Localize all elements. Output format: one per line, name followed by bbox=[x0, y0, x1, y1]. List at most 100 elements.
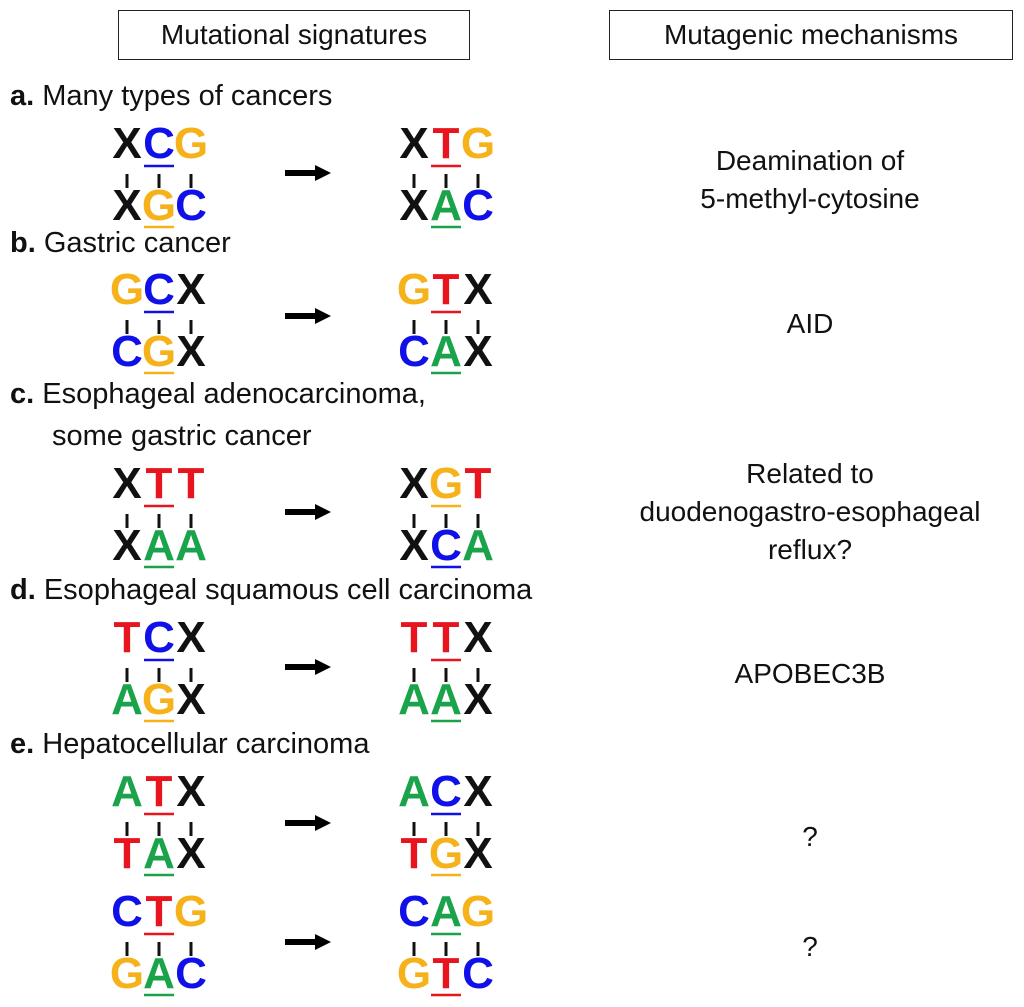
top-base-T: T bbox=[465, 459, 492, 508]
top-base-A: A bbox=[111, 767, 143, 816]
top-base-X: X bbox=[176, 767, 205, 816]
section-e-label: e. Hepatocellular carcinoma bbox=[10, 728, 369, 761]
bottom-base-X: X bbox=[463, 327, 492, 376]
top-base-T: T bbox=[114, 613, 141, 662]
section-d-arrow-icon bbox=[285, 659, 331, 675]
section-c-arrow-icon bbox=[285, 504, 331, 520]
top-base-G: G bbox=[461, 887, 495, 936]
bottom-base-X: X bbox=[399, 181, 428, 230]
section-letter: a. bbox=[10, 80, 35, 112]
bottom-base-A: A bbox=[430, 675, 462, 724]
top-base-T: T bbox=[433, 119, 460, 168]
top-base-A: A bbox=[398, 767, 430, 816]
section-title: Hepatocellular carcinoma bbox=[42, 728, 370, 760]
section-c-label: c. Esophageal adenocarcinoma, bbox=[10, 378, 426, 411]
mechanism-line: duodenogastro-esophageal bbox=[639, 496, 981, 527]
top-base-T: T bbox=[433, 265, 460, 314]
section-e-row2-arrow-icon bbox=[285, 934, 331, 950]
bottom-base-X: X bbox=[112, 181, 141, 230]
section-c-label-line2: some gastric cancer bbox=[52, 420, 312, 453]
top-base-G: G bbox=[174, 887, 208, 936]
top-base-C: C bbox=[143, 119, 175, 168]
top-base-C: C bbox=[111, 887, 143, 936]
top-base-C: C bbox=[430, 767, 462, 816]
arrow-head bbox=[315, 659, 331, 675]
bottom-base-T: T bbox=[401, 829, 428, 878]
bottom-base-X: X bbox=[176, 829, 205, 878]
section-c-mechanism: Related to duodenogastro-esophageal refl… bbox=[608, 455, 1012, 569]
arrow-head bbox=[315, 934, 331, 950]
bottom-base-X: X bbox=[399, 521, 428, 570]
top-base-A: A bbox=[430, 887, 462, 936]
section-letter: c. bbox=[10, 378, 35, 410]
bottom-base-C: C bbox=[398, 327, 430, 376]
section-b-arrow-icon bbox=[285, 308, 331, 324]
section-letter: d. bbox=[10, 574, 36, 606]
bottom-base-G: G bbox=[110, 949, 144, 998]
section-a-arrow-icon bbox=[285, 165, 331, 181]
section-letter: b. bbox=[10, 227, 36, 259]
bottom-base-C: C bbox=[111, 327, 143, 376]
section-title: Many types of cancers bbox=[42, 80, 333, 112]
top-base-T: T bbox=[146, 887, 173, 936]
section-b-label: b. Gastric cancer bbox=[10, 227, 231, 260]
top-base-T: T bbox=[178, 459, 205, 508]
top-base-G: G bbox=[429, 459, 463, 508]
bottom-base-A: A bbox=[430, 181, 462, 230]
mutagenic-mechanisms-header-text: Mutagenic mechanisms bbox=[663, 19, 959, 50]
bottom-base-A: A bbox=[430, 327, 462, 376]
bottom-base-G: G bbox=[142, 327, 176, 376]
top-base-T: T bbox=[146, 459, 173, 508]
mechanism-line: APOBEC3B bbox=[734, 658, 886, 689]
top-base-G: G bbox=[174, 119, 208, 168]
top-base-C: C bbox=[398, 887, 430, 936]
bottom-base-X: X bbox=[112, 521, 141, 570]
top-base-X: X bbox=[112, 119, 141, 168]
arrow-head bbox=[315, 308, 331, 324]
mechanism-line: AID bbox=[786, 308, 834, 339]
bottom-base-A: A bbox=[175, 521, 207, 570]
top-base-G: G bbox=[110, 265, 144, 314]
section-a-label: a. Many types of cancers bbox=[10, 80, 332, 113]
section-e-row2-mechanism: ? bbox=[608, 928, 1012, 966]
mechanism-line: ? bbox=[802, 821, 818, 852]
mechanism-line: 5-methyl-cytosine bbox=[700, 183, 920, 214]
bottom-base-A: A bbox=[398, 675, 430, 724]
bottom-base-A: A bbox=[111, 675, 143, 724]
bottom-base-C: C bbox=[175, 949, 207, 998]
section-letter: e. bbox=[10, 728, 35, 760]
top-base-T: T bbox=[433, 613, 460, 662]
bottom-base-C: C bbox=[430, 521, 462, 570]
top-base-G: G bbox=[461, 119, 495, 168]
top-base-X: X bbox=[112, 459, 141, 508]
mechanism-line: reflux? bbox=[767, 534, 853, 565]
top-base-T: T bbox=[146, 767, 173, 816]
arrow-head bbox=[315, 504, 331, 520]
top-base-C: C bbox=[143, 613, 175, 662]
top-base-C: C bbox=[143, 265, 175, 314]
section-d-mechanism: APOBEC3B bbox=[608, 655, 1012, 693]
bottom-base-T: T bbox=[114, 829, 141, 878]
section-e-row1-mechanism: ? bbox=[608, 818, 1012, 856]
mutational-signatures-header: Mutational signatures bbox=[118, 10, 470, 60]
top-base-T: T bbox=[401, 613, 428, 662]
section-b-mechanism: AID bbox=[608, 305, 1012, 343]
section-title-line2: some gastric cancer bbox=[52, 420, 312, 452]
section-d-label: d. Esophageal squamous cell carcinoma bbox=[10, 574, 532, 607]
bottom-base-C: C bbox=[462, 949, 494, 998]
bottom-base-A: A bbox=[143, 949, 175, 998]
bottom-base-X: X bbox=[463, 675, 492, 724]
top-base-X: X bbox=[399, 119, 428, 168]
bottom-base-A: A bbox=[143, 521, 175, 570]
section-title: Esophageal adenocarcinoma, bbox=[42, 378, 426, 410]
